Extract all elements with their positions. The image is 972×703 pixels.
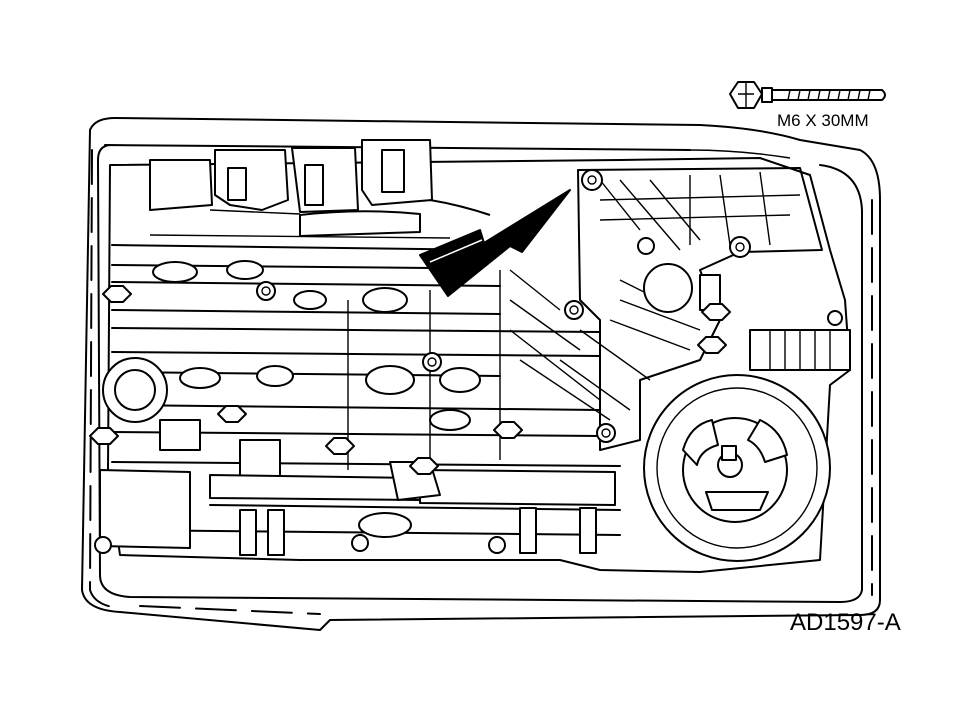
figure-id-label: AD1597-A [790, 609, 901, 636]
bolt-spec-label: M6 X 30MM [777, 111, 869, 130]
separator-plate [509, 167, 823, 451]
body-bolts [89, 285, 731, 475]
accumulator-spring [699, 274, 851, 371]
lower-castings [99, 461, 616, 556]
arrow-icon [419, 189, 571, 297]
round-port [643, 374, 831, 562]
bolt-holes [94, 169, 843, 554]
valve-bores [111, 244, 621, 538]
gasket-dashes [89, 149, 873, 615]
top-castings [149, 139, 491, 239]
bolt-icon [729, 81, 886, 109]
left-plug [102, 357, 168, 423]
